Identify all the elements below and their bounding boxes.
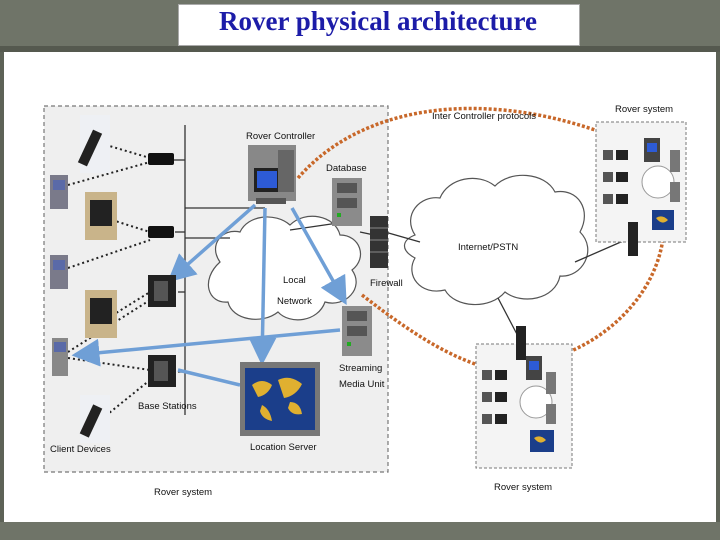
remote-rover-system-bottom (475, 326, 573, 469)
streaming-label-line2: Media Unit (339, 379, 385, 390)
location-server-label: Location Server (250, 442, 317, 453)
inter-controller-label: Inter Controller protocols (432, 111, 536, 122)
database-label: Database (326, 163, 367, 174)
rover-system-top-label: Rover system (615, 104, 673, 115)
internet-label: Internet/PSTN (458, 242, 518, 253)
slide-bottom-border (0, 522, 720, 540)
slide-title: Rover physical architecture (219, 6, 537, 36)
remote-rover-system-top (595, 121, 687, 256)
rover-controller-computer (248, 145, 296, 204)
firewall-device (370, 216, 388, 268)
rover-controller-label: Rover Controller (246, 131, 315, 142)
location-server-map (240, 362, 320, 436)
internet-cloud (403, 174, 589, 306)
title-background (178, 4, 580, 46)
local-network-label-line2: Network (277, 296, 312, 307)
streaming-label-line1: Streaming (339, 363, 382, 374)
local-network-label-line1: Local (283, 275, 306, 286)
streaming-media-server (342, 306, 372, 356)
client-device-laptops (85, 192, 117, 338)
slide-right-border (716, 52, 720, 522)
base-stations-label: Base Stations (138, 401, 197, 412)
slide-left-border (0, 52, 4, 522)
rover-system-main-label: Rover system (154, 487, 212, 498)
blue-data-flows (71, 203, 347, 387)
client-devices-label: Client Devices (50, 444, 111, 455)
client-device-phones (50, 115, 110, 443)
database-server (332, 178, 362, 226)
firewall-label: Firewall (370, 278, 403, 289)
base-station-devices (148, 153, 176, 387)
rover-system-bottom-label: Rover system (494, 482, 552, 493)
